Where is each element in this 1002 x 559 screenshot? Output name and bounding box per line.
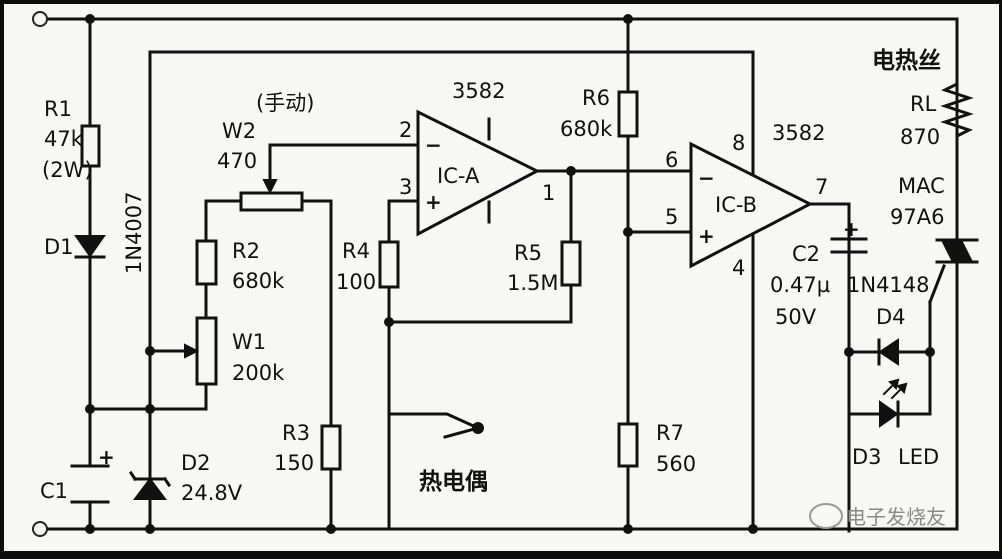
resistor-r7 bbox=[617, 422, 639, 468]
w2-value: 470 bbox=[217, 149, 257, 173]
potentiometer-w1 bbox=[184, 316, 218, 386]
c2-plus: + bbox=[843, 217, 860, 241]
ic-b-minus: − bbox=[698, 166, 715, 190]
d3-type: LED bbox=[898, 445, 939, 469]
resistor-r1 bbox=[80, 124, 101, 168]
w2-name: W2 bbox=[222, 119, 256, 143]
d2-value: 24.8V bbox=[181, 481, 243, 505]
heater-label: 电热丝 bbox=[872, 48, 941, 74]
ic-b-pin5: 5 bbox=[665, 205, 678, 229]
w1-name: W1 bbox=[232, 330, 266, 354]
input-terminal-bottom bbox=[32, 521, 48, 537]
ic-b-plus: + bbox=[698, 224, 715, 248]
r1-value: 47k bbox=[44, 127, 84, 151]
ic-a-name: IC-A bbox=[437, 164, 480, 188]
schematic-frame: R1 47k (2W) D1 1N4007 C1 + D2 24.8V (手动)… bbox=[4, 4, 999, 551]
op-amp-ic-a bbox=[416, 109, 541, 237]
junction-dots bbox=[85, 14, 935, 534]
c1-name: C1 bbox=[40, 479, 68, 503]
capacitor-c1 bbox=[70, 464, 110, 504]
component-labels: R1 47k (2W) D1 1N4007 C1 + D2 24.8V (手动)… bbox=[40, 48, 945, 505]
r4-name: R4 bbox=[342, 239, 370, 263]
resistor-r5 bbox=[560, 240, 582, 287]
power-terminals bbox=[32, 11, 48, 537]
ic-a-pin2: 2 bbox=[399, 118, 412, 142]
circuit-schematic: R1 47k (2W) D1 1N4007 C1 + D2 24.8V (手动)… bbox=[32, 11, 979, 537]
w2-mode: (手动) bbox=[256, 91, 314, 115]
ic-b-pin4: 4 bbox=[732, 256, 745, 280]
r7-value: 560 bbox=[656, 452, 696, 476]
resistor-r4 bbox=[378, 240, 400, 289]
rl-value: 870 bbox=[900, 125, 940, 149]
d4-part: 1N4148 bbox=[847, 273, 930, 297]
heater-rl bbox=[940, 66, 974, 146]
d3-name: D3 bbox=[852, 445, 882, 469]
resistor-r2 bbox=[195, 239, 218, 286]
ic-a-pin1: 1 bbox=[542, 181, 555, 205]
d1-part: 1N4007 bbox=[122, 191, 146, 274]
r3-name: R3 bbox=[282, 421, 310, 445]
diode-d1 bbox=[74, 235, 106, 259]
ic-b-name: IC-B bbox=[715, 193, 757, 217]
r7-name: R7 bbox=[656, 421, 684, 445]
d4-name: D4 bbox=[876, 305, 906, 329]
ic-b-pin7: 7 bbox=[815, 175, 828, 199]
watermark: 电子发烧友 bbox=[809, 503, 946, 529]
triac-mac97a6 bbox=[928, 238, 979, 304]
watermark-text: 电子发烧友 bbox=[846, 505, 946, 529]
triac-part: 97A6 bbox=[890, 205, 944, 229]
c2-name: C2 bbox=[792, 242, 820, 266]
capacitor-c2 bbox=[830, 237, 868, 254]
c1-plus: + bbox=[98, 445, 115, 469]
r2-name: R2 bbox=[232, 239, 260, 263]
wires bbox=[44, 17, 959, 533]
r1-name: R1 bbox=[44, 97, 72, 121]
zener-diode-d2 bbox=[128, 470, 172, 500]
r5-name: R5 bbox=[514, 241, 542, 265]
triac-brand: MAC bbox=[898, 174, 945, 198]
op-amp-ic-b bbox=[689, 50, 814, 269]
r1-power: (2W) bbox=[42, 158, 93, 182]
ic-b-part: 3582 bbox=[772, 121, 825, 145]
thermocouple-label: 热电偶 bbox=[419, 469, 488, 495]
r6-name: R6 bbox=[582, 86, 610, 110]
diode-d4 bbox=[877, 338, 899, 366]
resistor-r6 bbox=[617, 90, 639, 138]
led-d3 bbox=[879, 378, 908, 428]
ic-a-minus: − bbox=[425, 133, 442, 157]
r5-value: 1.5M bbox=[507, 271, 559, 295]
ic-b-pin6: 6 bbox=[665, 148, 678, 172]
r6-value: 680k bbox=[560, 117, 613, 141]
r3-value: 150 bbox=[274, 451, 314, 475]
resistor-r3 bbox=[320, 424, 342, 471]
d2-name: D2 bbox=[181, 451, 211, 475]
w1-value: 200k bbox=[232, 361, 285, 385]
ic-a-plus: + bbox=[425, 190, 442, 214]
r2-value: 680k bbox=[232, 269, 285, 293]
potentiometer-w2 bbox=[239, 179, 304, 212]
rl-name: RL bbox=[910, 92, 937, 116]
r4-value: 100 bbox=[336, 270, 376, 294]
input-terminal-top bbox=[32, 11, 48, 27]
thermocouple-junction bbox=[472, 422, 484, 434]
ic-a-pin3: 3 bbox=[399, 175, 412, 199]
ic-b-pin8: 8 bbox=[732, 131, 745, 155]
c2-capacitance: 0.47µ bbox=[770, 273, 830, 297]
ic-a-part: 3582 bbox=[452, 79, 505, 103]
c2-voltage: 50V bbox=[775, 305, 817, 329]
d1-name: D1 bbox=[44, 235, 74, 259]
